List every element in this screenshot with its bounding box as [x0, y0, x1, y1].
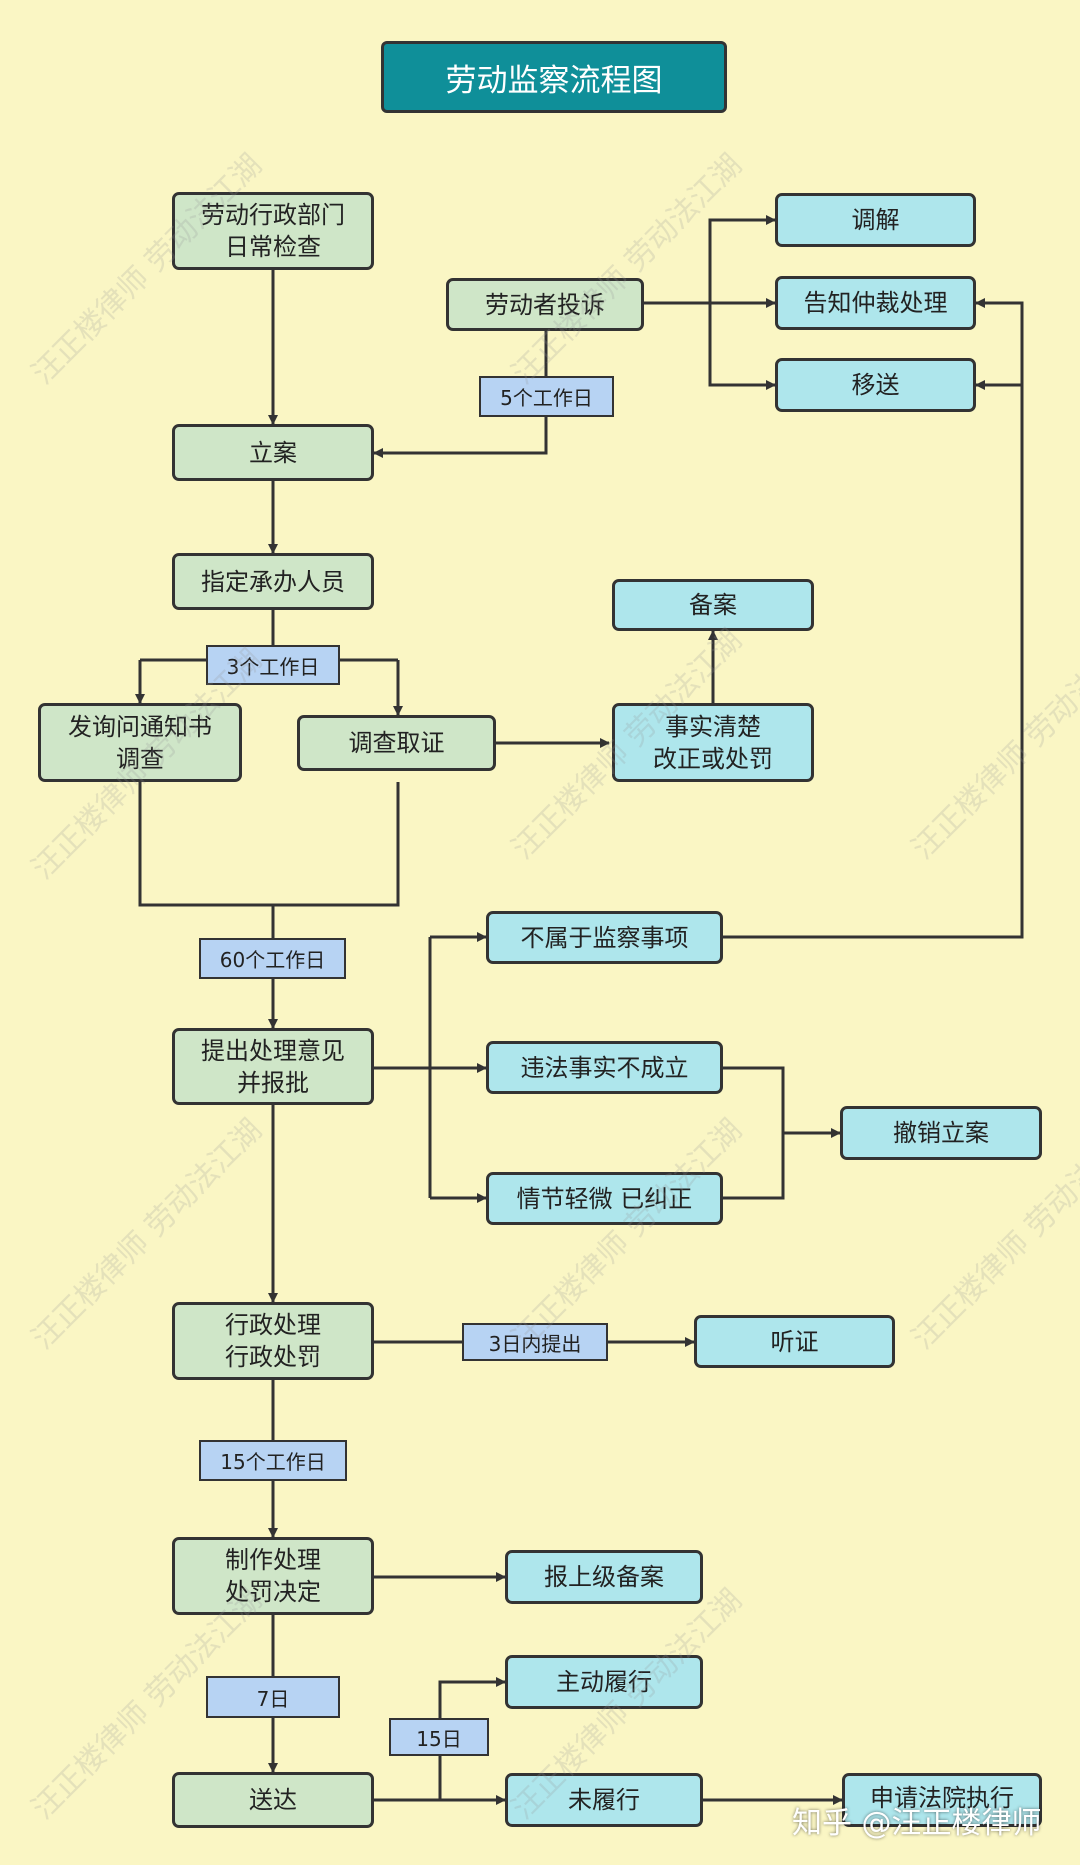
edge-deliver-comply [438, 1677, 506, 1800]
node-not-supervision: 不属于监察事项 [486, 911, 723, 964]
label-60-workdays: 60个工作日 [199, 938, 346, 979]
diagram-title: 劳动监察流程图 [381, 41, 727, 113]
node-inquiry: 发询问通知书 调查 [38, 703, 242, 782]
source-credit: 知乎 @汪正楼律师 [792, 1806, 1042, 1841]
edge-complaint-transfer [708, 303, 776, 390]
edge-notsupervision-arbitration [723, 298, 1024, 939]
label-7-days: 7日 [206, 1676, 340, 1718]
edge-complaint-mediation [708, 215, 776, 303]
node-minor: 情节轻微 已纠正 [486, 1172, 723, 1225]
node-daily-check: 劳动行政部门 日常检查 [172, 192, 374, 270]
label-15-workdays: 15个工作日 [199, 1440, 347, 1481]
node-arbitration: 告知仲裁处理 [775, 276, 976, 330]
node-facts-clear: 事实清楚 改正或处罚 [612, 703, 814, 782]
node-mediation: 调解 [775, 193, 976, 247]
node-record: 备案 [612, 579, 814, 631]
edge-merge [138, 782, 400, 907]
edge-complaint-register [373, 331, 548, 458]
label-within-3-days: 3日内提出 [462, 1323, 608, 1361]
node-comply: 主动履行 [505, 1655, 703, 1709]
label-15-days: 15日 [389, 1718, 489, 1756]
node-register: 立案 [172, 424, 374, 481]
label-3-workdays: 3个工作日 [206, 645, 340, 685]
node-complaint: 劳动者投诉 [446, 278, 644, 331]
node-no-violation: 违法事实不成立 [486, 1041, 723, 1094]
node-not-comply: 未履行 [505, 1773, 703, 1827]
node-court: 申请法院执行 [842, 1773, 1042, 1827]
node-propose: 提出处理意见 并报批 [172, 1028, 374, 1105]
node-admin: 行政处理 行政处罚 [172, 1302, 374, 1380]
node-assign: 指定承办人员 [172, 553, 374, 610]
node-transfer: 移送 [775, 358, 976, 412]
node-report: 报上级备案 [505, 1550, 703, 1604]
node-investigate: 调查取证 [297, 715, 496, 771]
edge-noviolation-cancel [723, 1066, 785, 1200]
label-5-workdays: 5个工作日 [479, 376, 614, 417]
node-deliver: 送达 [172, 1772, 374, 1828]
node-decision: 制作处理 处罚决定 [172, 1537, 374, 1615]
node-hearing: 听证 [694, 1315, 895, 1368]
node-cancel: 撤销立案 [840, 1106, 1042, 1160]
